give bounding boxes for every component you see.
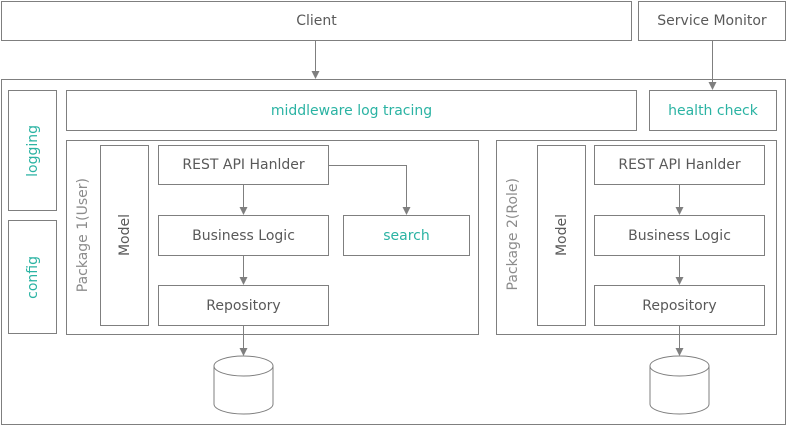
search-label: search [383, 227, 430, 244]
package2-business-logic: Business Logic [594, 215, 765, 256]
service-monitor-label: Service Monitor [657, 13, 767, 29]
health-check-box: health check [649, 90, 777, 131]
package2-label: Package 2(Role) [505, 178, 521, 291]
package2-repository-label: Repository [642, 297, 717, 314]
middleware-box: middleware log tracing [66, 90, 637, 131]
search-box: search [343, 215, 470, 256]
package2-rest-handler: REST API Hanlder [594, 145, 765, 185]
client-box: Client [1, 1, 632, 41]
config-box: config [8, 220, 57, 334]
package1-model-label: Model [116, 214, 133, 257]
client-label: Client [296, 13, 337, 29]
config-label: config [24, 255, 41, 299]
package2-business-label: Business Logic [628, 227, 731, 244]
package2-model-label: Model [553, 214, 570, 257]
package1-rest-handler: REST API Hanlder [158, 145, 329, 185]
package2-model-box: Model [537, 145, 586, 326]
service-monitor-box: Service Monitor [638, 1, 786, 41]
package1-model-box: Model [100, 145, 149, 326]
package1-label: Package 1(User) [75, 178, 91, 293]
middleware-label: middleware log tracing [270, 102, 433, 119]
health-check-label: health check [668, 102, 758, 119]
package1-business-label: Business Logic [192, 227, 295, 244]
package1-repository-label: Repository [206, 297, 281, 314]
package1-rest-label: REST API Hanlder [182, 157, 305, 173]
package2-rest-label: REST API Hanlder [618, 157, 741, 173]
logging-box: logging [8, 90, 57, 211]
logging-label: logging [24, 124, 41, 177]
package2-repository: Repository [594, 285, 765, 326]
package1-repository: Repository [158, 285, 329, 326]
package1-business-logic: Business Logic [158, 215, 329, 256]
